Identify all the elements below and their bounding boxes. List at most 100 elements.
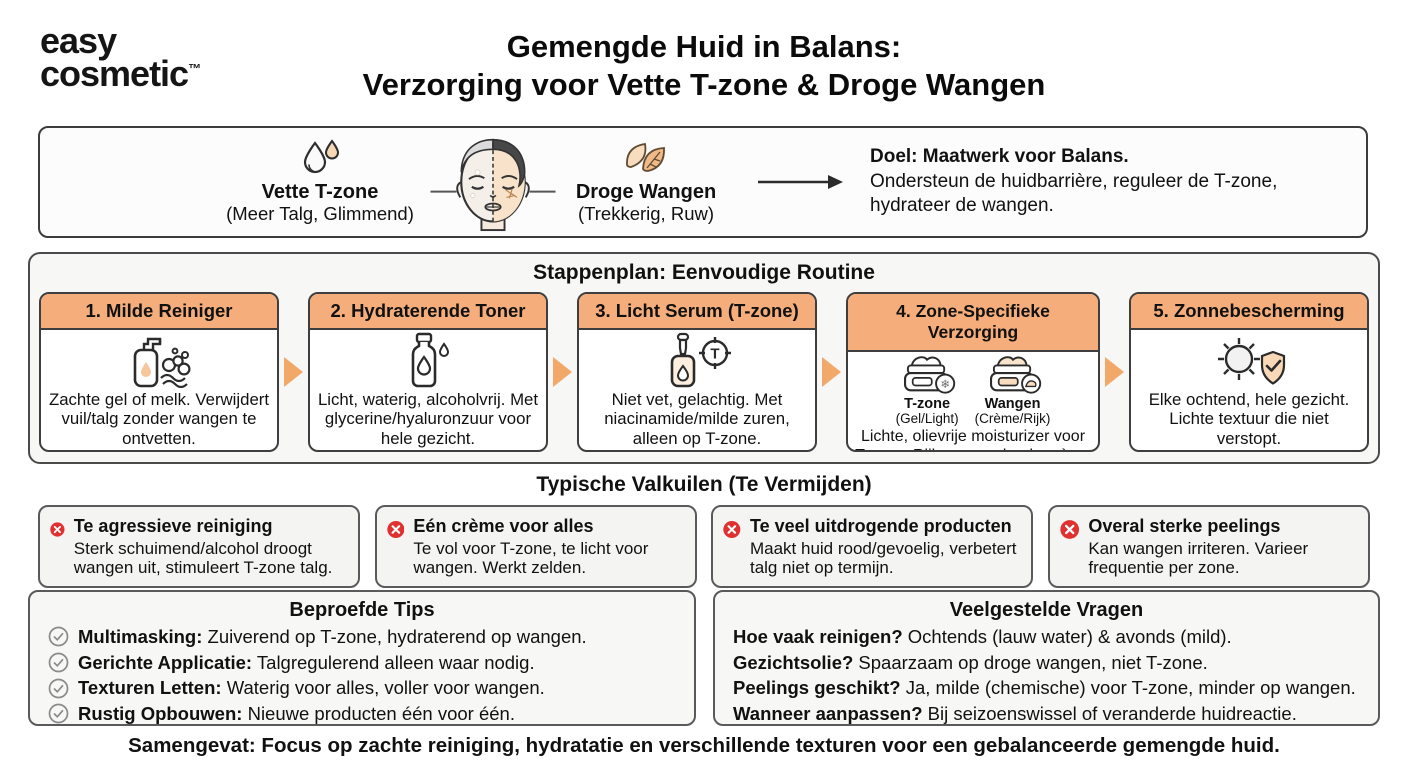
zone-jars: ❄ T-zone (Gel/Light): [896, 354, 1051, 427]
step-arrow-icon: [553, 357, 572, 387]
routine-steps-panel: Stappenplan: Eenvoudige Routine 1. Milde…: [28, 252, 1380, 464]
error-x-icon: [723, 520, 741, 539]
oily-tzone-sub: (Meer Talg, Glimmend): [226, 202, 414, 224]
step-3-title: 3. Licht Serum (T-zone): [579, 294, 815, 330]
tip-4-label: Rustig Opbouwen:: [78, 703, 243, 725]
faq-2-question: Gezichtsolie?: [733, 651, 854, 673]
faq-item-3: Peelings geschikt? Ja, milde (chemische)…: [733, 676, 1360, 700]
serum-dropper-icon: T: [670, 332, 731, 388]
tips-title: Beproefde Tips: [289, 599, 435, 621]
tip-1-label: Multimasking:: [78, 626, 203, 647]
step-5-body: Elke ochtend, hele gezicht. Lichte textu…: [1131, 330, 1367, 450]
goal-line1: Ondersteun de huidbarrière, reguleer de …: [870, 170, 1278, 192]
tip-3-label: Texturen Letten:: [78, 677, 222, 699]
pitfall-card-2: Eén crème voor alles Te vol voor T-zone,…: [374, 505, 697, 589]
faq-panel: Veelgestelde Vragen Hoe vaak reinigen? O…: [713, 590, 1380, 726]
faq-3-answer: Ja, milde (chemische) voor T-zone, minde…: [905, 677, 1356, 699]
tip-item-2: Gerichte Applicatie: Talgregulerend alle…: [48, 651, 676, 675]
faq-title: Veelgestelde Vragen: [949, 599, 1144, 621]
leaves-icon: [626, 143, 665, 173]
step-5-title: 5. Zonnebescherming: [1131, 294, 1367, 330]
error-x-icon: [1060, 520, 1079, 539]
faq-1-answer: Ochtends (lauw water) & avonds (mild).: [907, 626, 1232, 647]
pitfall-card-3: Te veel uitdrogende producten Maakt huid…: [711, 505, 1034, 589]
tip-item-4: Rustig Opbouwen: Nieuwe producten één vo…: [48, 702, 676, 726]
oily-tzone-label: Vette T-zone: [261, 181, 379, 204]
step-1-title: 1. Milde Reiniger: [41, 294, 277, 330]
sun-shield-icon: [1218, 338, 1286, 385]
pitfall-1-title: Te agressieve reiniging: [73, 516, 273, 536]
trademark-symbol: ™: [188, 61, 202, 77]
faq-4-question: Wanneer aanpassen?: [733, 703, 923, 725]
faq-3-question: Peelings geschikt?: [733, 677, 901, 699]
split-face-icon: [430, 138, 556, 232]
step-4-text: Lichte, olievrije moisturizer voor T-zon…: [855, 428, 1091, 450]
tip-3-text: Waterig voor alles, voller voor wangen.: [226, 677, 545, 699]
routine-steps-title: Stappenplan: Eenvoudige Routine: [533, 261, 875, 284]
tip-2-label: Gerichte Applicatie:: [78, 651, 253, 673]
faq-item-2: Gezichtsolie? Spaarzaam op droge wangen,…: [733, 651, 1360, 675]
pitfall-4-text: Kan wangen irriteren. Varieer frequentie…: [1088, 538, 1309, 577]
svg-text:T: T: [710, 346, 719, 363]
tip-1-text: Zuiverend op T-zone, hydraterend op wang…: [207, 626, 587, 647]
faq-1-question: Hoe vaak reinigen?: [733, 626, 903, 647]
error-x-icon: [50, 522, 65, 537]
pitfall-card-4: Overal sterke peelings Kan wangen irrite…: [1047, 505, 1370, 589]
water-droplets-icon: [303, 139, 340, 174]
step-2-body: Licht, waterig, alcoholvrij. Met glyceri…: [310, 330, 546, 450]
skin-type-overview-panel: Vette T-zone (Meer Talg, Glimmend) Droge…: [38, 126, 1368, 238]
step-arrow-icon: [1105, 357, 1124, 387]
step-card-5: 5. Zonnebescherming Elke ochtend, hele g…: [1129, 292, 1369, 452]
wangen-jar-sub: (Crème/Rijk): [974, 411, 1051, 427]
pitfall-3-text: Maakt huid rood/gevoelig, verbetert talg…: [749, 538, 1017, 577]
faq-2-answer: Spaarzaam op droge wangen, niet T-zone.: [858, 651, 1208, 673]
brand-logo-line1: easy: [40, 20, 117, 61]
check-circle-icon: [48, 703, 69, 724]
svg-text:❄: ❄: [940, 379, 950, 391]
cream-jar-icon: [989, 356, 1041, 394]
pitfall-3-title: Te veel uitdrogende producten: [749, 516, 1012, 536]
goal-text: Doel: Maatwerk voor Balans. Ondersteun d…: [870, 145, 1277, 219]
right-arrow-icon: [758, 175, 843, 189]
faq-item-1: Hoe vaak reinigen? Ochtends (lauw water)…: [733, 625, 1360, 649]
step-arrow-icon: [284, 357, 303, 387]
brand-logo: easy cosmetic™: [40, 20, 202, 95]
toner-bottle-icon: [411, 332, 450, 388]
step-card-2: 2. Hydraterende Toner Licht, waterig, al…: [308, 292, 548, 452]
faq-item-4: Wanneer aanpassen? Bij seizoenswissel of…: [733, 702, 1360, 726]
page-title: Gemengde Huid in Balans: Verzorging voor…: [150, 28, 1258, 104]
tip-2-text: Talgregulerend alleen waar nodig.: [256, 651, 535, 673]
step-4-body: ❄ T-zone (Gel/Light): [848, 352, 1098, 450]
tip-item-1: Multimasking: Zuiverend op T-zone, hydra…: [48, 625, 676, 649]
tzone-jar-block: ❄ T-zone (Gel/Light): [896, 354, 959, 426]
tzone-jar-label: T-zone: [904, 396, 951, 412]
tzone-jar-sub: (Gel/Light): [895, 411, 959, 427]
step-4-title: 4. Zone-Specifieke Verzorging: [848, 294, 1098, 352]
tips-panel: Beproefde Tips Multimasking: Zuiverend o…: [28, 590, 696, 726]
dry-cheeks-sub: (Trekkerig, Ruw): [577, 202, 715, 224]
check-circle-icon: [48, 626, 69, 647]
page-title-line2: Verzorging voor Vette T-zone & Droge Wan…: [362, 67, 1046, 103]
page-title-line1: Gemengde Huid in Balans:: [506, 29, 902, 64]
step-card-3: 3. Licht Serum (T-zone) T Niet vet, gela…: [577, 292, 817, 452]
wangen-jar-block: Wangen (Crème/Rijk): [974, 354, 1051, 427]
brand-logo-line2: cosmetic™: [40, 53, 202, 95]
check-circle-icon: [48, 678, 69, 699]
check-circle-icon: [48, 652, 69, 673]
tip-4-text: Nieuwe producten één voor één.: [247, 703, 515, 725]
oily-tzone-block: Vette T-zone (Meer Talg, Glimmend): [210, 139, 430, 224]
step-2-text: Licht, waterig, alcoholvrij. Met glyceri…: [317, 390, 539, 448]
routine-steps-row: 1. Milde Reiniger Zachte gel of melk. Ve…: [30, 292, 1378, 452]
cleanser-pump-icon: [133, 337, 191, 389]
pitfall-4-title: Overal sterke peelings: [1088, 516, 1281, 536]
faq-4-answer: Bij seizoenswissel of veranderde huidrea…: [927, 703, 1297, 725]
gel-jar-icon: ❄: [904, 356, 956, 394]
error-x-icon: [386, 520, 405, 539]
step-5-text: Elke ochtend, hele gezicht. Lichte textu…: [1148, 390, 1350, 448]
dry-cheeks-block: Droge Wangen (Trekkerig, Ruw): [556, 139, 736, 224]
pitfall-card-1: Te agressieve reiniging Sterk schuimend/…: [38, 505, 360, 589]
wangen-jar-label: Wangen: [984, 396, 1041, 412]
step-1-text: Zachte gel of melk. Verwijdert vuil/talg…: [48, 390, 270, 448]
pitfalls-row: Te agressieve reiniging Sterk schuimend/…: [38, 505, 1370, 589]
goal-title: Doel: Maatwerk voor Balans.: [870, 145, 1129, 167]
